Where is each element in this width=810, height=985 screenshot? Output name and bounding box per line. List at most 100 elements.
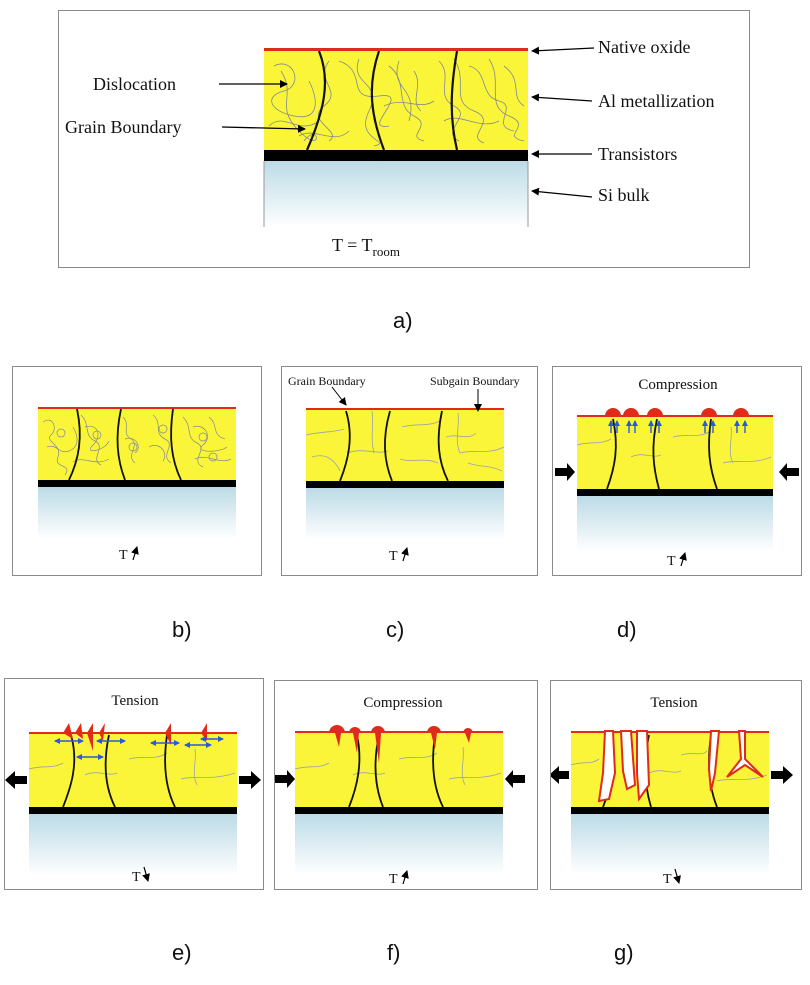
subgrain-boundaries [28,748,236,786]
temperature-up-arrow [401,547,409,562]
grain-boundaries [606,418,718,490]
caption-e: e) [172,940,192,965]
hillocks [605,408,749,416]
panel-e: Tension T [4,678,264,890]
panel-c-figure: Grain Boundary Subgain Boundary T [288,374,520,564]
oxide-cracks [63,723,207,751]
al-metallization-label: Al metallization [598,91,714,111]
subgrain-boundaries [305,410,505,472]
si-bulk-layer [264,161,528,227]
al-metallization-layer [306,410,504,481]
panel-a: Native oxide Al metallization Transistor… [58,10,750,268]
native-oxide-layer [577,415,773,417]
panel-b-figure: T [38,407,236,563]
voids [597,730,764,803]
temperature-down-arrow [142,866,150,882]
native-oxide-layer [571,731,769,733]
transistor-layer [571,807,769,814]
si-bulk-layer [577,496,773,552]
native-oxide-label: Native oxide [598,37,690,57]
al-metallization-layer [38,408,236,480]
al-metallization-arrow [531,93,593,102]
grain-boundaries [68,408,182,481]
transistor-layer [306,481,504,488]
stress-label: Tension [650,695,698,711]
grain-boundary-label: Grain Boundary [65,117,181,137]
temperature-label: T [389,872,398,887]
caption-f: f) [387,940,401,965]
subgrain-boundaries [576,426,772,464]
subgrain-boundaries [294,746,502,786]
native-oxide-layer [295,731,503,733]
panel-d: Compression T [552,366,802,576]
panel-g-figure: Tension T [551,695,793,887]
caption-b: b) [172,617,192,642]
native-oxide-layer [264,48,528,51]
temperature-label: T = Troom [332,235,400,259]
si-bulk-label: Si bulk [598,185,650,205]
tension-diffusion-arrows [54,736,224,760]
grain-boundary-arrow [221,124,306,133]
panel-c: Grain Boundary Subgain Boundary T [281,366,538,576]
grain-boundary-pointer [331,386,347,406]
stress-label: Compression [638,377,718,393]
si-bulk-layer [29,814,237,876]
panel-b: T [12,366,262,576]
dislocation-label: Dislocation [93,74,176,94]
compression-arrow-right [505,770,525,788]
si-bulk-layer [295,814,503,874]
tension-arrow-right [771,766,793,784]
native-oxide-layer [29,732,237,734]
panel-d-figure: Compression T [555,377,799,569]
caption-c: c) [386,617,405,642]
grain-boundaries [339,410,449,482]
transistor-layer [29,807,237,814]
compression-arrow-left [275,770,295,788]
panel-e-figure: Tension T [5,693,261,885]
transistor-layer [38,480,236,487]
panel-f: Compression T [274,680,538,890]
transistor-layer [577,489,773,496]
stress-label: Tension [111,693,159,709]
stress-label: Compression [363,695,443,711]
tension-arrow-right [239,771,261,789]
diffusion-arrows [608,420,748,433]
compression-arrow-left [555,463,575,481]
temperature-label: T [663,872,672,887]
temperature-label: T [132,870,141,885]
temperature-down-arrow [673,868,681,884]
temperature-up-arrow [679,552,687,567]
temperature-label: T [667,554,676,569]
temperature-up-arrow [401,870,409,885]
panel-a-figure: Native oxide Al metallization Transistor… [65,37,714,259]
dislocation-lines [268,58,525,147]
subgrain-boundary-label: Subgain Boundary [430,374,520,388]
panel-g: Tension T [550,680,802,890]
grain-boundaries [305,50,459,151]
temperature-label: T [119,548,128,563]
si-bulk-layer [306,488,504,540]
transistors-label: Transistors [598,144,677,164]
tension-arrow-left [5,771,27,789]
al-metallization-layer [577,417,773,489]
caption-g: g) [614,940,634,965]
si-bulk-layer [571,814,769,874]
transistor-layer [295,807,503,814]
compression-arrow-right [779,463,799,481]
si-bulk-layer [38,487,236,539]
temperature-label: T [389,549,398,564]
native-oxide-layer [306,408,504,410]
panel-f-figure: Compression T [275,695,525,887]
caption-d: d) [617,617,637,642]
temperature-up-arrow [131,546,139,561]
dislocation-tangles [42,414,232,476]
si-bulk-arrow [531,187,593,198]
grain-boundary-label: Grain Boundary [288,374,366,388]
native-oxide-arrow [531,46,595,55]
oxide-cracks [329,725,473,763]
al-metallization-layer [295,733,503,807]
native-oxide-layer [38,407,236,409]
transistor-layer [264,150,528,161]
tension-arrow-left [551,766,569,784]
caption-a: a) [393,308,413,333]
